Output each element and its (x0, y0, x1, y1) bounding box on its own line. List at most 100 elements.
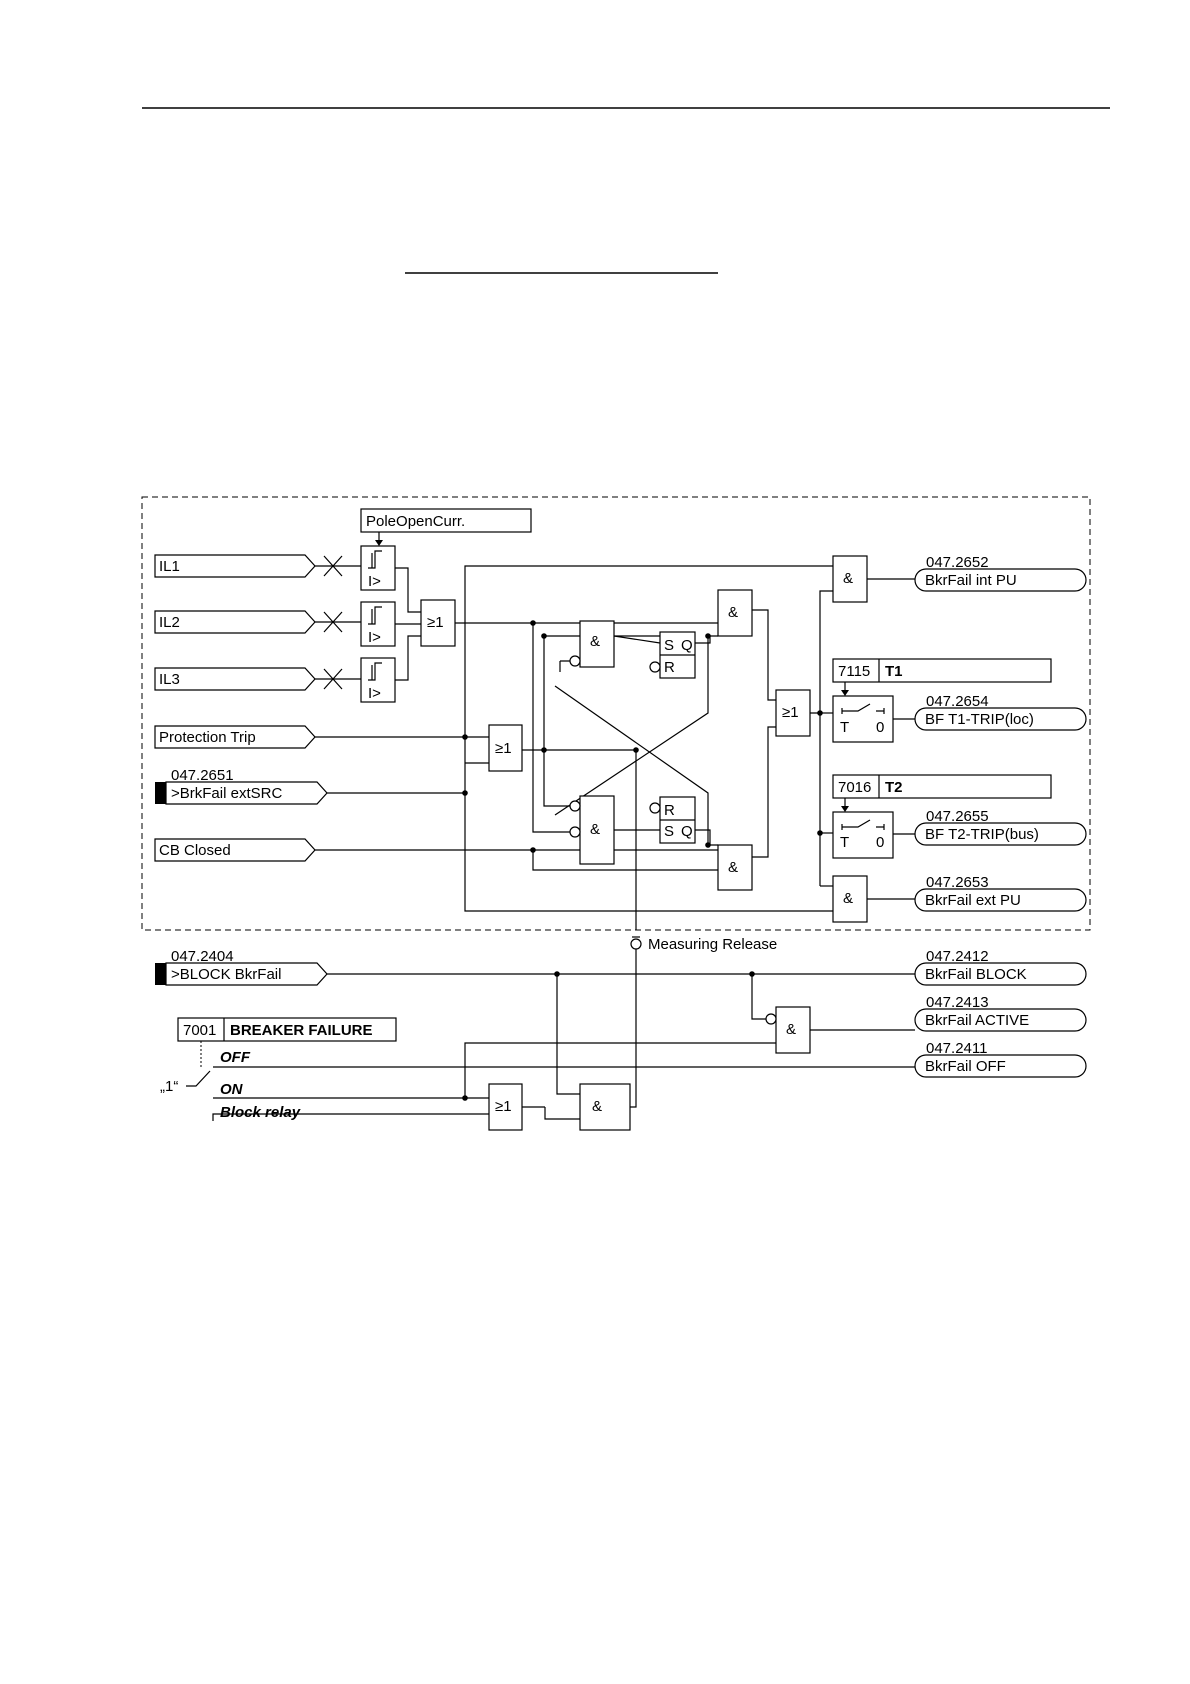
and-gate-bottom: & (717, 844, 753, 891)
svg-text:OFF: OFF (220, 1049, 251, 1066)
svg-text:BREAKER FAILURE: BREAKER FAILURE (230, 1022, 373, 1039)
and-gate-ext-pu: & (832, 875, 868, 923)
output-bkrfail-active: 047.2413 BkrFail ACTIVE (914, 994, 1087, 1032)
setting-breaker-failure: 7001 BREAKER FAILURE (177, 1017, 397, 1067)
output-bkrfail-ext-pu: 047.2653 BkrFail ext PU (914, 874, 1087, 912)
lower-wiring (212, 971, 915, 1121)
svg-text:ON: ON (220, 1081, 244, 1098)
output-bf-t2-trip: 047.2655 BF T2-TRIP(bus) (914, 808, 1087, 846)
output-bf-t1-trip: 047.2654 BF T1-TRIP(loc) (914, 693, 1087, 731)
svg-text:047.2651: 047.2651 (171, 767, 234, 784)
svg-text:Protection Trip: Protection Trip (159, 729, 256, 746)
svg-text:T1: T1 (885, 663, 903, 680)
svg-text:047.2653: 047.2653 (926, 874, 989, 891)
and-gate-lower: & (579, 1083, 631, 1131)
svg-text:7115: 7115 (838, 663, 870, 680)
svg-text:R: R (664, 802, 675, 819)
svg-text:&: & (786, 1021, 796, 1038)
svg-text:>BrkFail extSRC: >BrkFail extSRC (171, 785, 282, 802)
input-block-bkrfail: 047.2404 >BLOCK BkrFail (155, 948, 328, 986)
and-gate-top: & (717, 589, 753, 637)
svg-text:047.2655: 047.2655 (926, 808, 989, 825)
or-gate-final: ≥1 (775, 689, 811, 737)
svg-text:T2: T2 (885, 779, 903, 796)
input-cb-closed: CB Closed (154, 838, 316, 862)
svg-text:>BLOCK BkrFail: >BLOCK BkrFail (171, 966, 281, 983)
svg-text:&: & (843, 890, 853, 907)
or-gate-trip: ≥1 (488, 724, 523, 772)
or-gate-current: ≥1 (420, 599, 456, 647)
input-il1: IL1 (154, 554, 316, 578)
input-il3: IL3 (154, 667, 316, 691)
mode-switch: „1“ OFF ON Block relay (160, 1049, 301, 1121)
svg-text:„1“: „1“ (160, 1078, 178, 1095)
svg-text:R: R (664, 659, 675, 676)
svg-text:047.2411: 047.2411 (926, 1040, 987, 1057)
measuring-release: Measuring Release (630, 936, 777, 1108)
svg-text:≥1: ≥1 (427, 614, 444, 631)
svg-text:IL2: IL2 (159, 614, 180, 631)
svg-text:0: 0 (876, 719, 884, 736)
svg-text:&: & (592, 1098, 602, 1115)
svg-text:I>: I> (368, 629, 381, 646)
input-protection-trip: Protection Trip (154, 725, 316, 749)
svg-text:047.2404: 047.2404 (171, 948, 234, 965)
svg-text:047.2413: 047.2413 (926, 994, 989, 1011)
setting-pole-open-current: PoleOpenCurr. (360, 508, 532, 546)
output-bkrfail-int-pu: 047.2652 BkrFail int PU (914, 554, 1087, 592)
and-gate-int-pu: & (832, 555, 868, 603)
svg-text:&: & (590, 821, 600, 838)
svg-text:≥1: ≥1 (495, 740, 512, 757)
output-bkrfail-off: 047.2411 BkrFail OFF (914, 1040, 1087, 1078)
and-gate-lower-set: & (569, 795, 660, 865)
svg-text:BkrFail OFF: BkrFail OFF (925, 1058, 1006, 1075)
input-il2: IL2 (154, 610, 316, 634)
svg-text:T: T (840, 834, 849, 851)
input-brkfail-extsrc: 047.2651 >BrkFail extSRC (155, 767, 328, 805)
and-gate-active: & (765, 1006, 811, 1054)
or-gate-lower: ≥1 (488, 1083, 523, 1131)
svg-text:Measuring Release: Measuring Release (648, 936, 777, 953)
svg-text:BkrFail BLOCK: BkrFail BLOCK (925, 966, 1027, 983)
threshold-il1: I> (360, 545, 396, 591)
svg-text:047.2652: 047.2652 (926, 554, 989, 571)
svg-text:0: 0 (876, 834, 884, 851)
svg-text:S: S (664, 637, 674, 654)
svg-text:BkrFail ACTIVE: BkrFail ACTIVE (925, 1012, 1029, 1029)
svg-text:047.2412: 047.2412 (926, 948, 989, 965)
svg-text:&: & (590, 633, 600, 650)
timer-t1: T 0 (832, 695, 894, 743)
setting-t2: 7016 T2 (832, 774, 1052, 812)
svg-text:I>: I> (368, 573, 381, 590)
function-boundary (141, 496, 1091, 931)
svg-text:Q: Q (681, 823, 693, 840)
svg-text:&: & (843, 570, 853, 587)
svg-text:IL3: IL3 (159, 671, 180, 688)
svg-text:7016: 7016 (838, 779, 871, 796)
svg-text:BF T1-TRIP(loc): BF T1-TRIP(loc) (925, 711, 1034, 728)
svg-text:≥1: ≥1 (782, 704, 799, 721)
svg-text:IL1: IL1 (159, 558, 180, 575)
svg-text:≥1: ≥1 (495, 1098, 512, 1115)
flipflop-upper: S Q R (613, 631, 696, 679)
threshold-il2: I> (360, 601, 396, 647)
svg-text:I>: I> (368, 685, 381, 702)
output-bkrfail-block: 047.2412 BkrFail BLOCK (914, 948, 1087, 986)
setting-t1: 7115 T1 (832, 658, 1052, 696)
svg-text:7001: 7001 (183, 1022, 216, 1039)
svg-text:&: & (728, 859, 738, 876)
current-input-connections (315, 555, 361, 690)
svg-text:Block relay: Block relay (220, 1104, 301, 1121)
svg-text:BkrFail int PU: BkrFail int PU (925, 572, 1017, 589)
svg-text:&: & (728, 604, 738, 621)
svg-text:PoleOpenCurr.: PoleOpenCurr. (366, 513, 465, 530)
threshold-to-or-wiring (395, 567, 421, 681)
timer-t2: T 0 (832, 811, 894, 859)
svg-text:047.2654: 047.2654 (926, 693, 989, 710)
svg-text:Q: Q (681, 637, 693, 654)
svg-text:BF T2-TRIP(bus): BF T2-TRIP(bus) (925, 826, 1039, 843)
flipflop-lower: R S Q (649, 796, 696, 844)
central-wiring (315, 565, 915, 930)
svg-text:S: S (664, 823, 674, 840)
